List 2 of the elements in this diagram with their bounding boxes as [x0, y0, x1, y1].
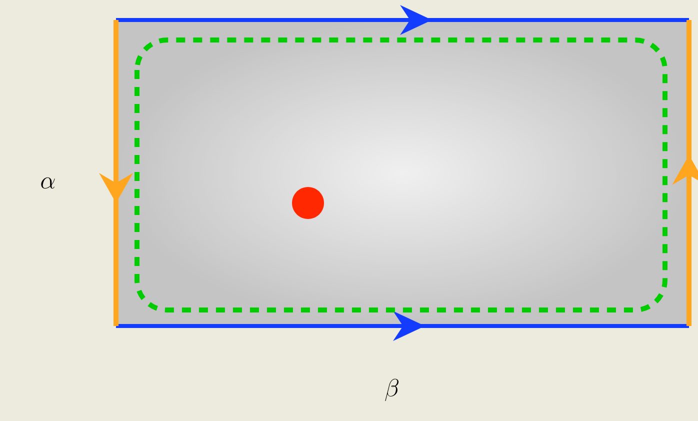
- greek-letter: $\beta$: [385, 378, 399, 402]
- greek-letter: $\alpha$: [41, 177, 55, 189]
